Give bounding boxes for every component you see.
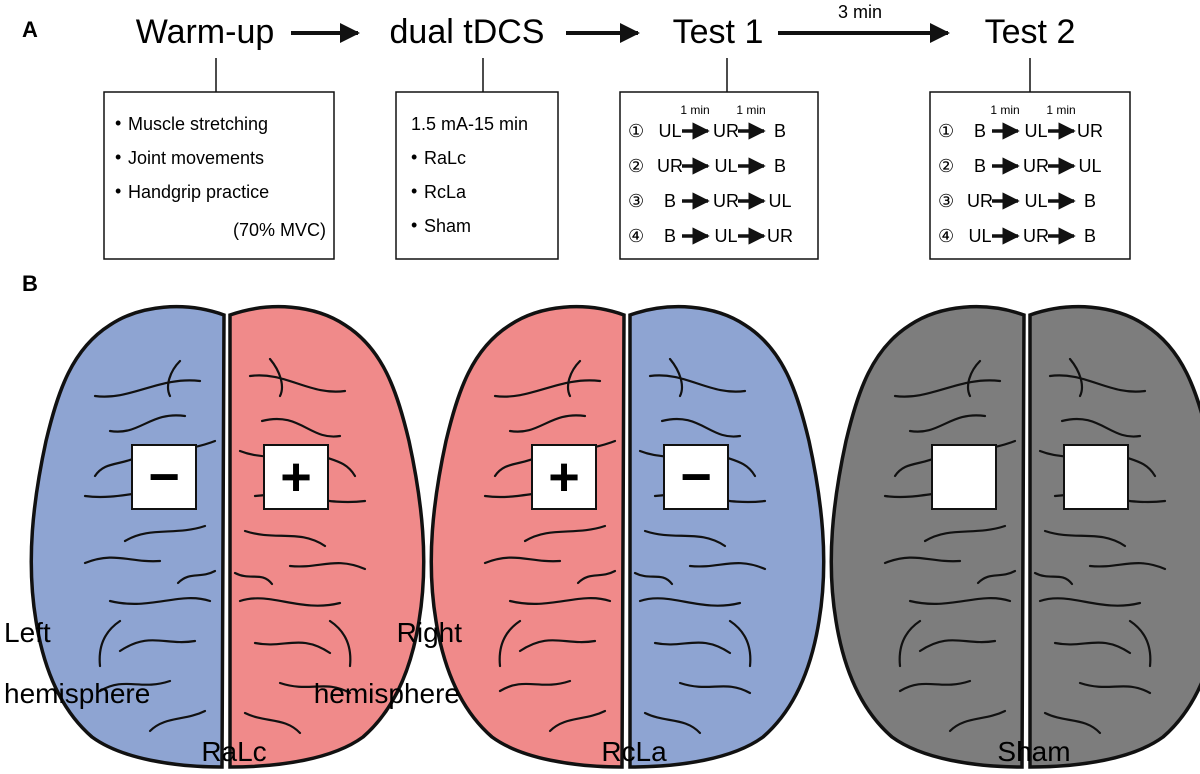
right-hemisphere-sham [1028, 304, 1200, 769]
test2-sequence-item: UL [1024, 191, 1047, 211]
test1-sequence-item: B [774, 156, 786, 176]
left-electrode-sham [931, 444, 997, 510]
left-hemisphere-sham [829, 304, 1026, 769]
brain-rcla: + − RcLa [429, 304, 826, 769]
bullet: • [115, 181, 121, 201]
tdcs-item-rcla: RcLa [424, 182, 467, 202]
right-hemisphere-label-line2: hemisphere [314, 678, 460, 709]
brain-montages: − + RaLc + − RcLa Sham [29, 304, 1200, 769]
brain-sham: Sham [829, 304, 1200, 769]
test1-sequence-item: UR [767, 226, 793, 246]
right-hemisphere-label-line1: Right [397, 617, 463, 648]
test2-order-number: ④ [938, 226, 954, 246]
left-hemisphere-label-line2: hemisphere [4, 678, 150, 709]
test1-order-number: ① [628, 121, 644, 141]
condition-label-sham: Sham [997, 736, 1070, 767]
test1-sequence-item: UL [714, 156, 737, 176]
connector-lines [215, 58, 1031, 92]
test2-sequence-item: UL [1078, 156, 1101, 176]
test1-sequence-item: B [774, 121, 786, 141]
warmup-item-handgrip-practice: Handgrip practice [128, 182, 269, 202]
bullet: • [411, 181, 417, 201]
test1-sequence-item: B [664, 226, 676, 246]
right-electrode-sham [1063, 444, 1129, 510]
left-electrode-ralc [131, 444, 197, 510]
right-electrode-rcla [663, 444, 729, 510]
left-hemisphere-rcla [429, 304, 626, 769]
test2-sequence-item: B [974, 121, 986, 141]
test1-sequence-item: UL [658, 121, 681, 141]
test2-sequence-item: UR [1023, 156, 1049, 176]
bullet: • [115, 147, 121, 167]
right-electrode-sign: − [680, 447, 712, 507]
stage-test1: Test 1 [673, 13, 764, 51]
test2-order-number: ① [938, 121, 954, 141]
left-electrode-sign: + [548, 447, 580, 507]
warmup-list: • Muscle stretching • Joint movements • … [115, 113, 326, 240]
left-hemisphere-ralc [29, 304, 226, 769]
interval-label: 3 min [838, 2, 882, 22]
warmup-item-muscle-stretching: Muscle stretching [128, 114, 268, 134]
condition-label-ralc: RaLc [201, 736, 266, 767]
test1-interval-label-1: 1 min [680, 103, 709, 117]
tdcs-box [395, 91, 559, 260]
test1-sequence-item: UR [713, 191, 739, 211]
test1-interval-label-2: 1 min [736, 103, 765, 117]
test2-interval-label-1: 1 min [990, 103, 1019, 117]
warmup-note: (70% MVC) [233, 220, 326, 240]
test1-order-number: ③ [628, 191, 644, 211]
test2-sequence-item: UR [967, 191, 993, 211]
brain-ralc: − + RaLc [29, 304, 426, 769]
test2-order-number: ③ [938, 191, 954, 211]
test2-interval-label-2: 1 min [1046, 103, 1075, 117]
left-electrode-rcla [531, 444, 597, 510]
tdcs-item-ralc: RaLc [424, 148, 466, 168]
test1-sequence-item: UR [713, 121, 739, 141]
test2-sequence-item: UL [968, 226, 991, 246]
right-hemisphere-rcla [628, 304, 826, 769]
test2-sequence-item: B [1084, 226, 1096, 246]
warmup-item-joint-movements: Joint movements [128, 148, 264, 168]
bullet: • [411, 147, 417, 167]
panel-b-label: B [22, 271, 38, 296]
test2-sequence-item: UR [1023, 226, 1049, 246]
test2-box [929, 91, 1131, 260]
panel-a-label: A [22, 17, 38, 42]
left-hemisphere-label-line1: Left [4, 617, 51, 648]
test1-sequence-item: UR [657, 156, 683, 176]
bullet: • [115, 113, 121, 133]
tdcs-dose: 1.5 mA-15 min [411, 114, 528, 134]
test1-sequence-item: B [664, 191, 676, 211]
test2-sequence-item: B [1084, 191, 1096, 211]
right-hemisphere-ralc [228, 304, 426, 769]
right-electrode-ralc [263, 444, 329, 510]
tdcs-item-sham: Sham [424, 216, 471, 236]
test2-sequence-item: UR [1077, 121, 1103, 141]
stage-dual-tdcs: dual tDCS [390, 13, 545, 51]
stage-warmup: Warm-up [136, 13, 275, 51]
test1-order-number: ② [628, 156, 644, 176]
tdcs-list: 1.5 mA-15 min • RaLc • RcLa • Sham [411, 114, 528, 236]
right-electrode-sign: + [280, 447, 312, 507]
condition-label-rcla: RcLa [601, 736, 667, 767]
test1-order-number: ④ [628, 226, 644, 246]
test2-sequence-item: B [974, 156, 986, 176]
test1-box [619, 91, 819, 260]
test2-sequence-item: UL [1024, 121, 1047, 141]
left-electrode-sign: − [148, 447, 180, 507]
test1-sequence-item: UL [768, 191, 791, 211]
stage-test2: Test 2 [985, 13, 1076, 51]
test1-sequence-item: UL [714, 226, 737, 246]
bullet: • [411, 215, 417, 235]
warmup-box [103, 91, 335, 260]
test2-order-number: ② [938, 156, 954, 176]
